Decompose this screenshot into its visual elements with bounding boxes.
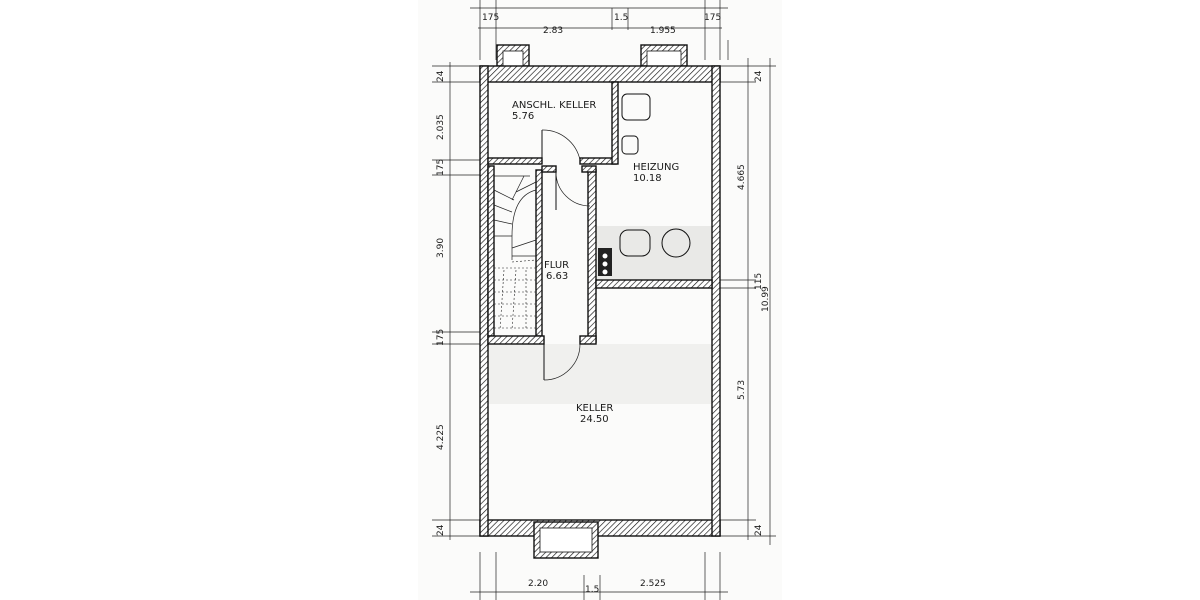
dim-bottom-3: 2.525	[640, 579, 666, 589]
window-bottom	[539, 527, 593, 553]
inner-walls	[487, 81, 713, 345]
heizung-shade	[596, 226, 712, 280]
dim-top-4: 1.955	[650, 26, 676, 36]
dim-left-7: 24	[436, 524, 446, 536]
dim-bottom-1: 2.20	[528, 579, 548, 589]
dim-left-2: 2.035	[436, 114, 446, 140]
doors	[541, 129, 591, 381]
outer-walls	[479, 65, 721, 537]
room-name-flur: FLUR	[544, 260, 569, 271]
room-area-anschl-keller: 5.76	[512, 111, 534, 122]
window-top-left	[502, 50, 524, 67]
dim-top-3: 1.5	[614, 13, 628, 23]
dim-right-2: 4.665	[737, 164, 747, 190]
bottom-dimension-lines	[470, 552, 728, 600]
window-top-right	[646, 50, 682, 67]
dim-left-3: 175	[436, 159, 446, 176]
room-name-anschl-keller: ANSCHL. KELLER	[512, 100, 596, 111]
dim-left-6: 4.225	[436, 424, 446, 450]
dim-left-5: 175	[436, 329, 446, 346]
room-name-heizung: HEIZUNG	[633, 162, 679, 173]
dim-right-5: 24	[754, 524, 764, 536]
dim-top-5: 175	[704, 13, 721, 23]
left-dimension-lines	[432, 62, 490, 540]
dim-left-1: 24	[436, 70, 446, 82]
dim-right-total: 10.99	[761, 286, 771, 312]
dim-right-1: 24	[754, 70, 764, 82]
floor-plan-sheet	[418, 0, 782, 600]
dim-right-4: 5.73	[737, 380, 747, 400]
dim-top-1: 175	[482, 13, 499, 23]
dim-top-2: 2.83	[543, 26, 563, 36]
dim-right-3: 115	[754, 273, 764, 290]
right-dimension-lines	[720, 58, 776, 545]
room-area-keller: 24.50	[580, 414, 609, 425]
heating-fixtures	[598, 93, 691, 276]
room-name-keller: KELLER	[576, 403, 613, 414]
room-area-heizung: 10.18	[633, 173, 662, 184]
room-area-flur: 6.63	[546, 271, 568, 282]
dim-bottom-2: 1.5	[585, 585, 599, 595]
top-dimension-lines	[470, 0, 729, 60]
stairs	[493, 175, 537, 331]
dim-left-4: 3.90	[436, 238, 446, 258]
keller-shade	[488, 344, 712, 404]
